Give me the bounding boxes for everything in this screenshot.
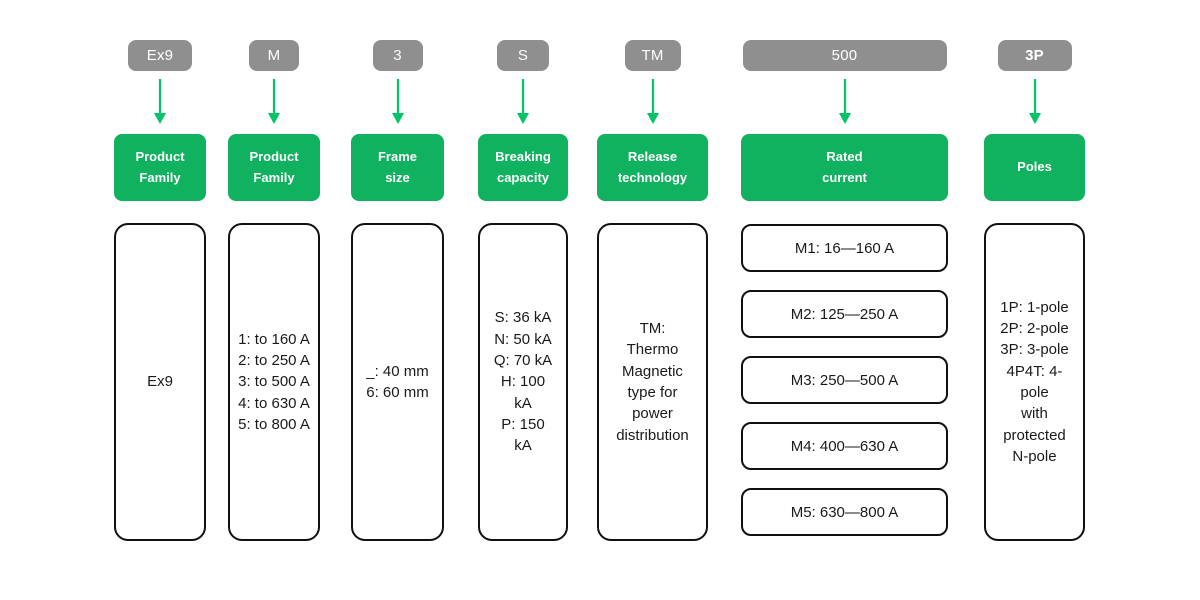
down-arrow-icon <box>154 79 166 124</box>
rated-current-option: M1: 16—160 A <box>741 224 948 272</box>
category-label: Poles <box>984 134 1085 201</box>
rated-current-option: M5: 630—800 A <box>741 488 948 536</box>
code-badge: 3P <box>997 40 1072 71</box>
column-product-family-m: M Product Family 1: to 160 A 2: to 250 A… <box>228 0 320 541</box>
down-arrow-icon <box>838 79 851 124</box>
rated-current-options: M1: 16—160 A M2: 125—250 A M3: 250—500 A… <box>741 224 948 536</box>
code-badge: 500 <box>742 40 947 71</box>
category-label: Release technology <box>597 134 708 201</box>
category-label: Breaking capacity <box>478 134 568 201</box>
category-label: Frame size <box>351 134 444 201</box>
code-badge: Ex9 <box>128 40 192 71</box>
down-arrow-icon <box>1028 79 1041 124</box>
code-badge: TM <box>624 40 681 71</box>
category-label: Product Family <box>228 134 320 201</box>
code-badge: S <box>497 40 549 71</box>
details-box: _: 40 mm 6: 60 mm <box>351 223 444 541</box>
details-box: 1P: 1-pole 2P: 2-pole 3P: 3-pole 4P4T: 4… <box>984 223 1085 541</box>
category-label: Product Family <box>114 134 206 201</box>
category-label: Rated current <box>741 134 948 201</box>
details-box: 1: to 160 A 2: to 250 A 3: to 500 A 4: t… <box>228 223 320 541</box>
rated-current-option: M4: 400—630 A <box>741 422 948 470</box>
details-box: Ex9 <box>114 223 206 541</box>
rated-current-option: M3: 250—500 A <box>741 356 948 404</box>
down-arrow-icon <box>391 79 404 124</box>
details-box: S: 36 kA N: 50 kA Q: 70 kA H: 100 kA P: … <box>478 223 568 541</box>
down-arrow-icon <box>268 79 280 124</box>
code-badge: M <box>249 40 299 71</box>
column-breaking-capacity: S Breaking capacity S: 36 kA N: 50 kA Q:… <box>478 0 568 541</box>
rated-current-option: M2: 125—250 A <box>741 290 948 338</box>
code-badge: 3 <box>372 40 423 71</box>
column-release-technology: TM Release technology TM: Thermo Magneti… <box>597 0 708 541</box>
details-box: TM: Thermo Magnetic type for power distr… <box>597 223 708 541</box>
down-arrow-icon <box>646 79 659 124</box>
column-frame-size: 3 Frame size _: 40 mm 6: 60 mm <box>351 0 444 541</box>
column-product-family-ex9: Ex9 Product Family Ex9 <box>114 0 206 541</box>
diagram-columns: Ex9 Product Family Ex9 M Product Family … <box>114 0 1085 541</box>
column-rated-current: 500 Rated current M1: 16—160 A M2: 125—2… <box>741 0 948 541</box>
column-poles: 3P Poles 1P: 1-pole 2P: 2-pole 3P: 3-pol… <box>984 0 1085 541</box>
down-arrow-icon <box>517 79 529 124</box>
